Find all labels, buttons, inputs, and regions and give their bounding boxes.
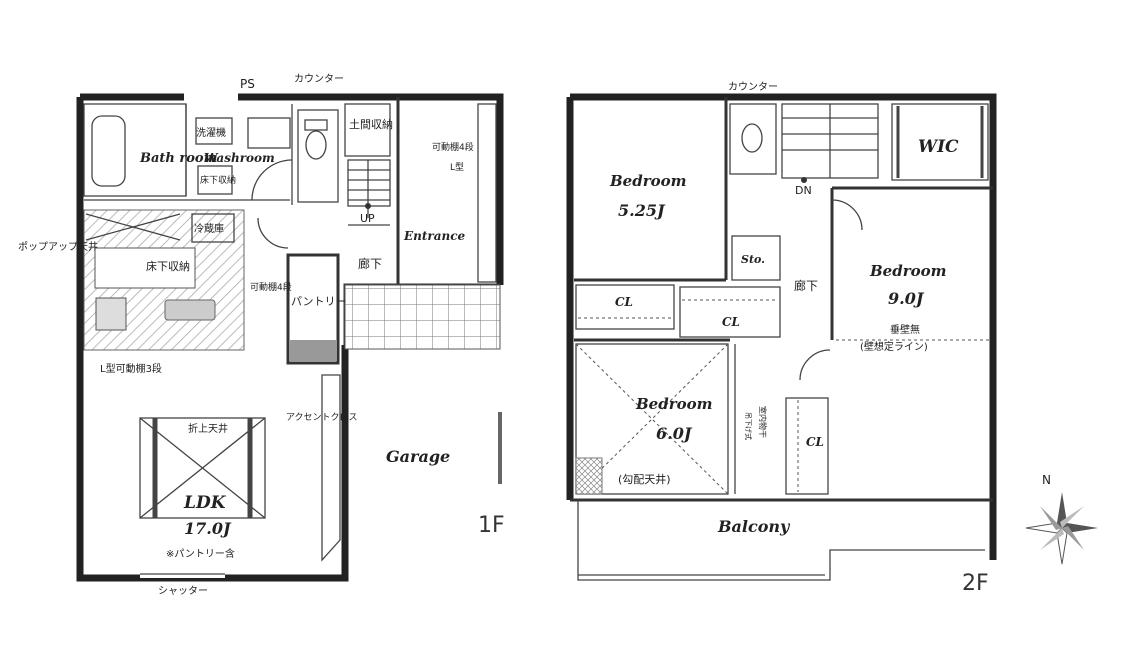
washroom-label: Washroom: [204, 151, 275, 165]
counter-label-1f: カウンター: [294, 73, 344, 85]
pantry-label: パントリー: [291, 295, 347, 308]
ldk-size: 17.0J: [184, 519, 232, 538]
no-wall-label: 垂壁無: [890, 323, 920, 336]
dn-label: DN: [795, 184, 812, 197]
balcony-label: Balcony: [717, 517, 791, 536]
shelf-entrance-l-label: L型: [450, 162, 464, 173]
bedroom1-size: 5.25J: [618, 201, 666, 220]
ldk-note: ※パントリー含: [166, 547, 235, 560]
shelf-l-label: L型可動棚3段: [100, 362, 162, 375]
sto-label: Sto.: [741, 253, 765, 266]
underfloor-label: 床下収納: [200, 174, 236, 186]
wall-line-label: (壁想定ライン): [860, 340, 928, 353]
bedroom3-label: Bedroom: [635, 395, 713, 413]
washer-label: 洗濯機: [196, 126, 226, 139]
compass-icon: [1025, 492, 1098, 565]
shelf-4-label: 可動棚4段: [250, 281, 292, 293]
cl1-label: CL: [615, 295, 633, 309]
bath-label: Bath room: [139, 151, 217, 166]
bedroom1-label: Bedroom: [609, 172, 687, 190]
hall-label-1f: 廊下: [358, 256, 382, 271]
counter-label-2f: カウンター: [728, 81, 778, 93]
ps-label: PS: [240, 77, 255, 91]
bedroom3-size: 6.0J: [656, 424, 693, 443]
accent-cloth-label: アクセントクロス: [286, 412, 358, 423]
kitchen-storage-label: 床下収納: [146, 259, 190, 273]
shelf-entrance-label: 可動棚4段: [432, 141, 474, 153]
floor2-label: 2F: [962, 571, 989, 596]
up-label: UP: [360, 212, 375, 225]
shutter-label: シャッター: [158, 585, 208, 597]
cl2-label: CL: [722, 315, 740, 329]
fridge-label: 冷蔵庫: [194, 222, 224, 235]
bedroom2-size: 9.0J: [888, 289, 925, 308]
indoor-dryer-label: 室内物干: [758, 406, 768, 438]
floor2-plan: [566, 93, 997, 581]
hall-label-2f: 廊下: [794, 278, 818, 293]
cl3-label: CL: [806, 435, 824, 449]
doma-storage-label: 土間収納: [349, 118, 393, 131]
entrance-label: Entrance: [403, 229, 466, 243]
hanging-label: 吊下げ式: [744, 412, 753, 440]
floor1-plan: [76, 93, 504, 582]
slope-ceiling-label: (勾配天井): [618, 472, 671, 486]
bedroom2-label: Bedroom: [869, 262, 947, 280]
floor1-label: 1F: [478, 513, 505, 538]
compass-north-label: N: [1042, 473, 1051, 487]
popup-ceiling-label: ポップアップ天井: [18, 240, 98, 253]
garage-label: Garage: [386, 447, 450, 466]
wic-label: WIC: [918, 137, 959, 157]
folded-ceiling-label: 折上天井: [188, 422, 228, 435]
ldk-label: LDK: [183, 493, 227, 513]
